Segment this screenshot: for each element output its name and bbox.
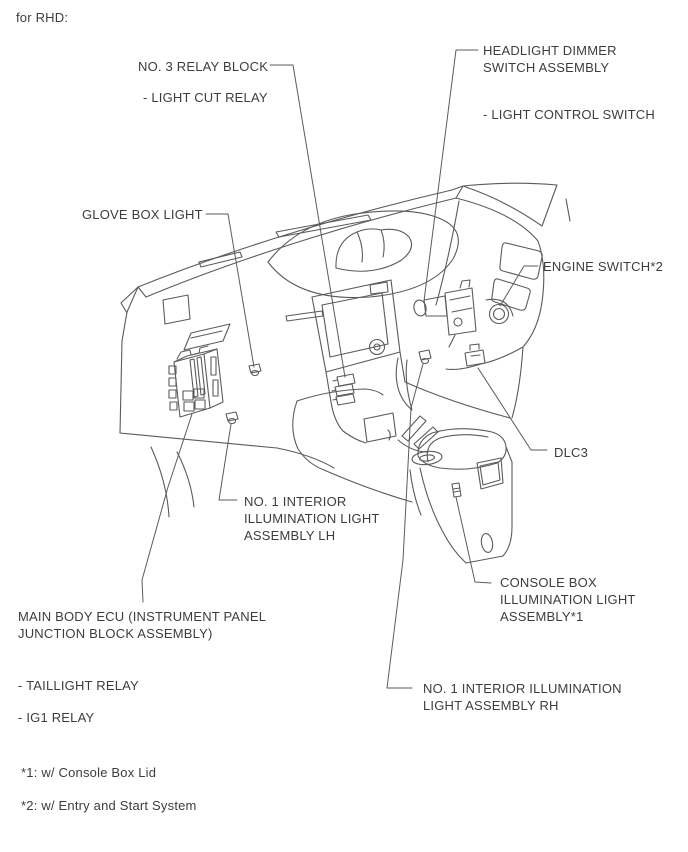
label-no3-relay-block: NO. 3 RELAY BLOCK bbox=[138, 59, 269, 74]
leader-engine-switch bbox=[499, 265, 539, 307]
no3-relay-block-drawing bbox=[331, 373, 356, 406]
rh-interior-light-bulb bbox=[418, 349, 432, 365]
glove-box-light-bulb bbox=[248, 363, 262, 377]
leader-lines bbox=[141, 49, 548, 689]
label-light-control-switch: - LIGHT CONTROL SWITCH bbox=[483, 107, 655, 122]
lh-interior-light-bulb bbox=[225, 411, 239, 425]
engine-switch-drawing bbox=[485, 298, 514, 325]
right-air-vents bbox=[491, 242, 543, 311]
label-taillight-relay: - TAILLIGHT RELAY bbox=[18, 678, 139, 693]
leader-no1-interior-lh bbox=[218, 423, 238, 501]
label-no1-interior-rh: NO. 1 INTERIOR ILLUMINATION LIGHT ASSEMB… bbox=[423, 681, 622, 713]
label-main-body-ecu: MAIN BODY ECU (INSTRUMENT PANEL JUNCTION… bbox=[18, 609, 267, 641]
label-engine-switch: ENGINE SWITCH*2 bbox=[543, 259, 664, 274]
label-glove-box-light: GLOVE BOX LIGHT bbox=[82, 207, 203, 222]
console-box-drawing bbox=[409, 428, 513, 564]
leader-glove-box-light bbox=[205, 213, 255, 368]
leader-console-box-light bbox=[455, 496, 492, 584]
dlc3-connector bbox=[464, 343, 486, 367]
headlight-dimmer-switch-drawing bbox=[395, 279, 477, 411]
label-console-box-light: CONSOLE BOX ILLUMINATION LIGHT ASSEMBLY*… bbox=[500, 575, 636, 624]
leader-no3-relay-block bbox=[269, 64, 346, 378]
label-dlc3: DLC3 bbox=[554, 445, 589, 460]
label-headlight-dimmer-switch: HEADLIGHT DIMMER SWITCH ASSEMBLY bbox=[483, 43, 617, 75]
leader-headlight-dimmer bbox=[423, 49, 479, 302]
label-no1-interior-lh: NO. 1 INTERIOR ILLUMINATION LIGHT ASSEMB… bbox=[244, 494, 380, 543]
center-stack bbox=[311, 279, 406, 444]
label-ig1-relay: - IG1 RELAY bbox=[18, 710, 95, 725]
a-pillar bbox=[455, 182, 571, 348]
leader-dlc3 bbox=[477, 367, 548, 451]
footnote-2: *2: w/ Entry and Start System bbox=[21, 798, 197, 813]
label-light-cut-relay: - LIGHT CUT RELAY bbox=[143, 90, 268, 105]
console-box-light-bulb bbox=[451, 482, 462, 498]
page-title: for RHD: bbox=[16, 10, 69, 25]
shifter bbox=[292, 388, 443, 503]
leader-main-body-ecu bbox=[141, 413, 193, 603]
leader-no1-interior-rh bbox=[386, 363, 424, 689]
footnote-1: *1: w/ Console Box Lid bbox=[21, 765, 157, 780]
main-body-ecu-drawing bbox=[168, 323, 231, 418]
instrument-cluster bbox=[267, 210, 459, 299]
